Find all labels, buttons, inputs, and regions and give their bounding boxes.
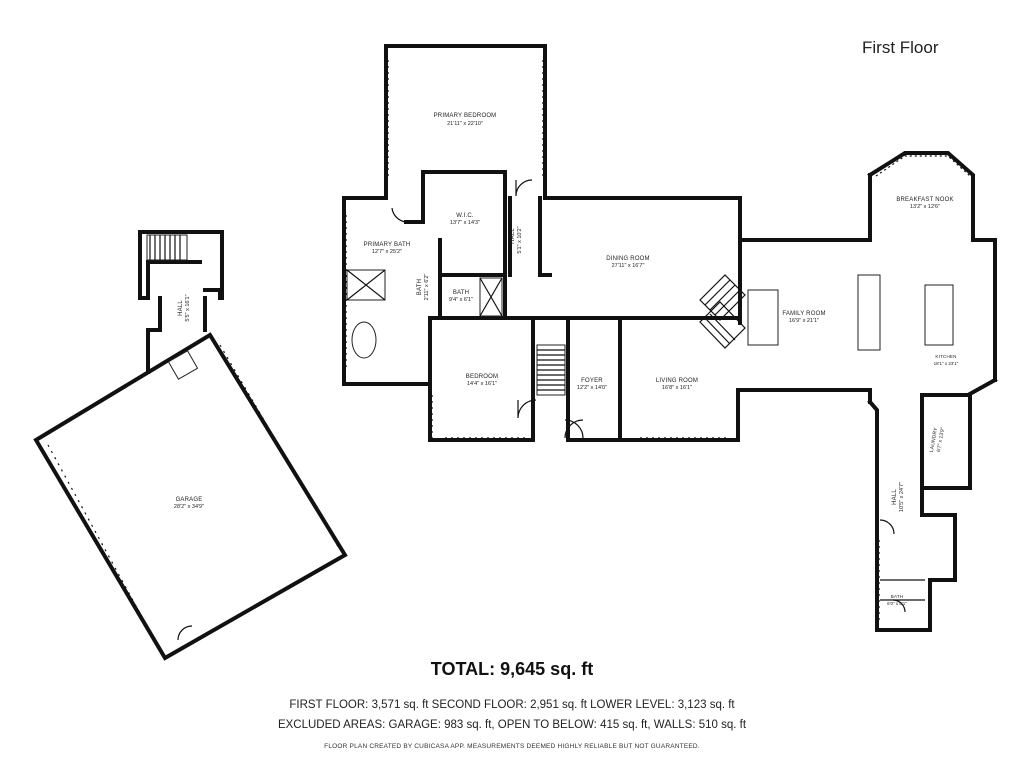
foyer-label: FOYER: [581, 378, 603, 384]
total-area: TOTAL: 9,645 sq. ft: [0, 659, 1024, 680]
primary-bath-dim: 12'7" x 25'2": [372, 249, 402, 255]
kitchen-dim: 18'1" x 23'1": [934, 361, 959, 366]
bath-tiny-label: BATH: [417, 279, 423, 295]
hall-right-label: HALL: [892, 489, 898, 505]
hall-right-dim: 10'5" x 24'7": [899, 482, 905, 512]
bedroom-label: BEDROOM: [466, 374, 498, 380]
excluded-areas-line: EXCLUDED AREAS: GARAGE: 983 sq. ft, OPEN…: [277, 719, 747, 731]
total-label: TOTAL:: [430, 659, 496, 679]
breakfast-nook-dim: 13'2" x 12'6": [910, 204, 940, 210]
garage-label: GARAGE: [176, 497, 203, 503]
laundry-dim: 6'7" x 13'9": [936, 427, 946, 453]
fixtures: [346, 179, 954, 613]
hall-left-label: HALL: [178, 300, 184, 316]
garage-walls: [33, 332, 348, 661]
disclaimer: FLOOR PLAN CREATED BY CUBICASA APP. MEAS…: [324, 743, 700, 750]
hall-small-dim: 5'1" x 10'2": [517, 226, 523, 253]
family-room-dim: 16'9" x 21'1": [789, 318, 819, 324]
total-value: 9,645 sq. ft: [500, 659, 594, 679]
bath-mid-dim: 9'4" x 6'1": [449, 297, 473, 303]
family-room-label: FAMILY ROOM: [782, 311, 825, 317]
wic-label: W.I.C.: [456, 213, 474, 219]
foyer-dim: 12'2" x 14'0": [577, 385, 607, 391]
primary-bedroom-label: PRIMARY BEDROOM: [434, 113, 497, 119]
kitchen-label: KITCHEN: [935, 354, 956, 359]
hall-left-dim: 5'5" x 16'1": [185, 294, 191, 321]
bath-mid-label: BATH: [453, 290, 469, 296]
laundry-label: LAUNDRY: [929, 426, 939, 452]
primary-bath-label: PRIMARY BATH: [364, 242, 411, 248]
dining-room-dim: 27'11" x 16'7": [612, 263, 645, 269]
living-room-dim: 16'8" x 16'1": [662, 385, 692, 391]
wic-dim: 13'7" x 14'3": [450, 220, 480, 226]
room-labels: PRIMARY BEDROOM 21'11" x 22'10" W.I.C. 1…: [174, 113, 959, 606]
hall-small-label: HALL: [510, 228, 516, 244]
bath-tiny-dim: 2'11" x 6'2": [424, 274, 430, 301]
bedroom-dim: 14'4" x 16'1": [467, 381, 497, 387]
bath-right-label: BATH: [891, 594, 903, 599]
floor-areas-line: FIRST FLOOR: 3,571 sq. ft SECOND FLOOR: …: [289, 699, 735, 711]
floor-title: First Floor: [862, 38, 939, 57]
left-wing-walls: [138, 230, 224, 374]
living-room-label: LIVING ROOM: [656, 378, 698, 384]
breakfast-nook-label: BREAKFAST NOOK: [896, 197, 953, 203]
primary-bedroom-dim: 21'11" x 22'10": [447, 121, 483, 127]
bath-right-dim: 6'0" x 6'1": [887, 601, 907, 606]
house-walls: [342, 44, 998, 632]
garage-dim: 28'2" x 34'9": [174, 504, 204, 510]
dining-room-label: DINING ROOM: [606, 256, 650, 262]
